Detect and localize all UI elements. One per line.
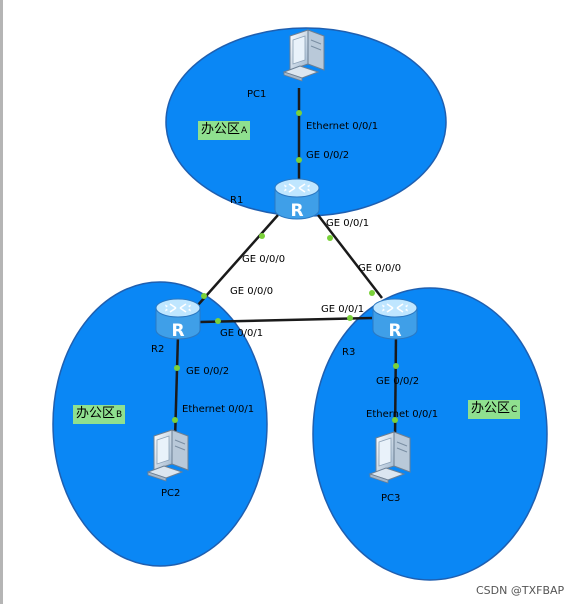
- port-label-r3-ge001: GE 0/0/1: [321, 304, 365, 315]
- r2-label: R2: [151, 344, 165, 355]
- zone-a-label-main: 办公区: [201, 122, 241, 137]
- port-dot: [172, 417, 178, 423]
- zone-b-label-main: 办公区: [76, 406, 116, 421]
- pc2-label: PC2: [161, 488, 181, 499]
- port-label-r1-ge001: GE 0/0/1: [326, 218, 370, 229]
- port-label-r3-ge000: GE 0/0/0: [358, 263, 402, 274]
- zone-c-label: 办公区C: [468, 400, 521, 419]
- port-dot: [259, 233, 265, 239]
- port-dot: [215, 318, 221, 324]
- port-dot: [392, 417, 398, 423]
- port-dot: [201, 293, 207, 299]
- port-label-pc2-eth: Ethernet 0/0/1: [182, 404, 255, 415]
- link-r1-r3: [317, 214, 383, 299]
- left-edge-bar: [0, 0, 3, 604]
- router-r2-glyph: R: [171, 321, 184, 341]
- port-label-r2-ge000: GE 0/0/0: [230, 286, 274, 297]
- port-label-pc1-eth: Ethernet 0/0/1: [306, 121, 379, 132]
- pc1-label: PC1: [247, 89, 267, 100]
- zone-c-label-letter: C: [511, 405, 518, 415]
- port-label-r3-ge002: GE 0/0/2: [376, 376, 420, 387]
- watermark: CSDN @TXFBAP: [476, 584, 565, 597]
- port-dot: [369, 290, 375, 296]
- port-dot: [174, 365, 180, 371]
- port-dot: [347, 315, 353, 321]
- router-r1-glyph: R: [290, 201, 303, 221]
- zone-a-label-letter: A: [241, 126, 248, 136]
- zone-b-area: [52, 281, 268, 567]
- port-label-pc3-eth: Ethernet 0/0/1: [366, 409, 439, 420]
- r3-label: R3: [342, 347, 356, 358]
- port-dot: [393, 363, 399, 369]
- link-r1-r2: [197, 214, 279, 306]
- zone-b-label-letter: B: [116, 410, 123, 420]
- port-label-r1-ge002: GE 0/0/2: [306, 150, 350, 161]
- port-dot: [327, 235, 333, 241]
- port-label-r2-ge002: GE 0/0/2: [186, 366, 230, 377]
- zone-c-label-main: 办公区: [471, 401, 511, 416]
- router-r3-glyph: R: [388, 321, 401, 341]
- port-label-r2-ge001: GE 0/0/1: [220, 328, 264, 339]
- port-label-r1-ge000: GE 0/0/0: [242, 254, 286, 265]
- zone-b-label: 办公区B: [73, 405, 126, 424]
- r1-label: R1: [230, 195, 244, 206]
- port-dot: [296, 157, 302, 163]
- port-dot: [296, 110, 302, 116]
- zone-a-label: 办公区A: [198, 121, 251, 140]
- port-dots: [172, 110, 399, 423]
- zone-c-area: [312, 287, 548, 581]
- pc3-label: PC3: [381, 493, 401, 504]
- link-r2-r3: [199, 316, 373, 324]
